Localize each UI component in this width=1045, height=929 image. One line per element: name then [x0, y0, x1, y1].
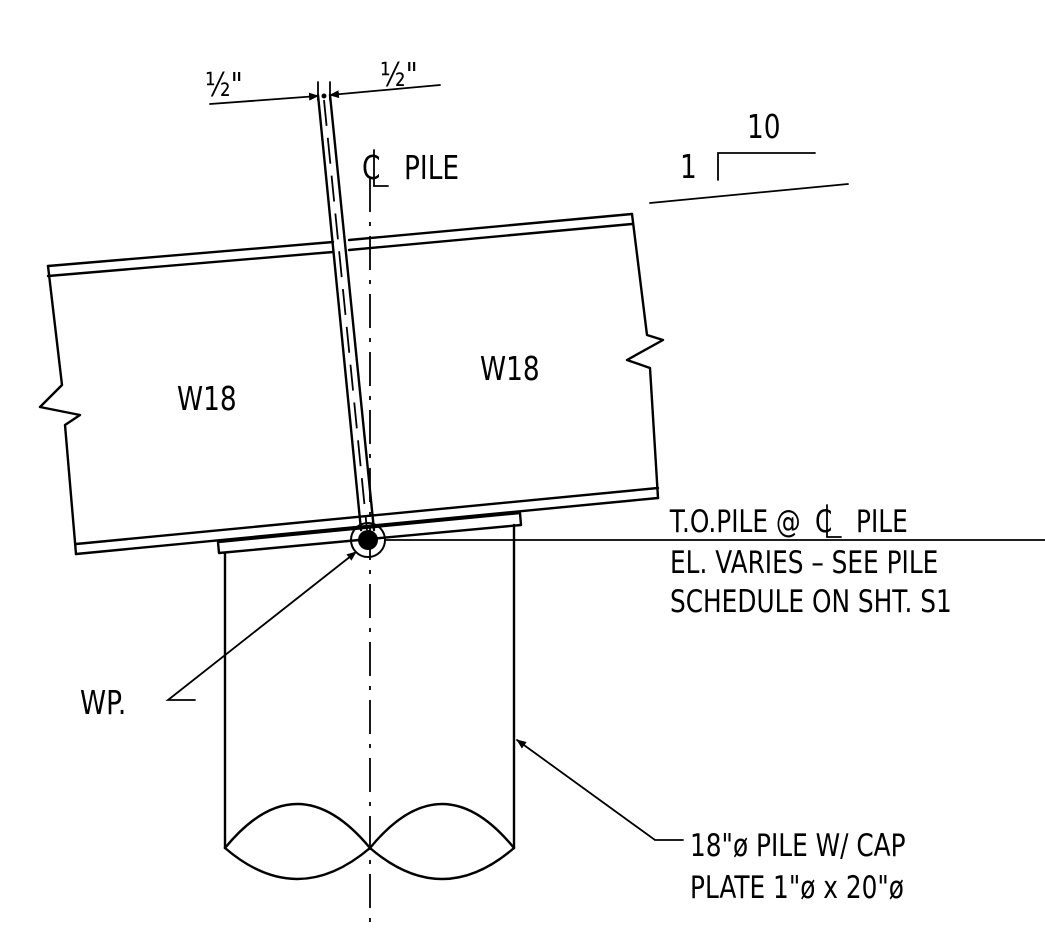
centerline-symbol: C	[362, 149, 389, 188]
slope-rise-label: 1	[680, 148, 697, 187]
pile-body	[223, 523, 516, 881]
centerline-symbol-2: C	[815, 503, 842, 540]
top-of-pile-label-prefix: T.O.PILE @	[669, 503, 801, 539]
beam-left-label: W18	[177, 380, 237, 419]
right-beam-break-line	[625, 212, 665, 500]
pile-cap-plate	[216, 511, 523, 555]
schedule-note-label: SCHEDULE ON SHT. S1	[670, 583, 952, 619]
top-of-pile-label-suffix: PILE	[856, 503, 908, 539]
beam-top-flange	[46, 212, 634, 278]
connection-plate	[316, 93, 376, 532]
slope-indicator	[649, 152, 849, 204]
svg-text:C: C	[362, 149, 380, 188]
elevation-note-label: EL. VARIES – SEE PILE	[670, 544, 938, 580]
dimension-half-inch-left: ½"	[205, 66, 243, 105]
cl-pile-label: PILE	[404, 149, 459, 188]
dimension-half-inch-right: ½"	[380, 56, 418, 95]
pile-note-line-1: 18"ø PILE W/ CAP	[690, 827, 906, 863]
wp-label: WP.	[80, 684, 126, 723]
slope-run-label: 10	[747, 108, 781, 147]
wp-leader	[165, 551, 357, 701]
left-beam-break-line	[38, 264, 82, 556]
svg-text:C: C	[815, 503, 832, 539]
half-inch-dimension	[209, 81, 441, 105]
pile-note-leader	[516, 739, 684, 841]
pile-note-line-2: PLATE 1"ø x 20"ø	[690, 869, 904, 905]
beam-right-label: W18	[480, 350, 540, 389]
